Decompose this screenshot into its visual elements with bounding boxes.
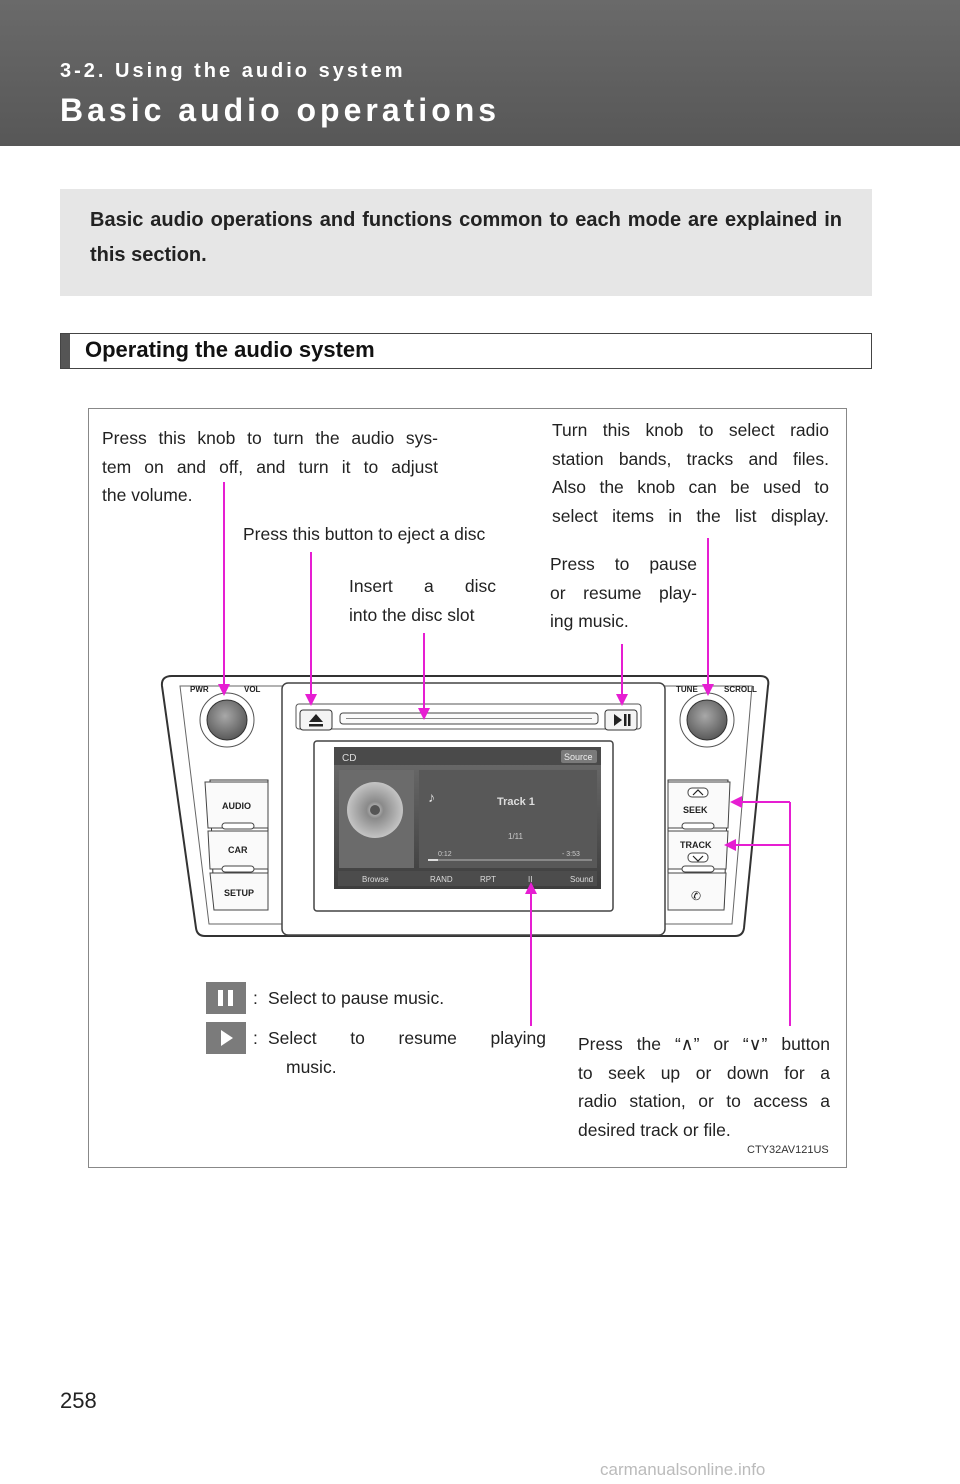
page-title: Basic audio operations — [60, 92, 501, 128]
legend-colon-play: : — [253, 1028, 258, 1048]
play-icon — [206, 1022, 246, 1054]
callout-disc-slot: Insert a disc into the disc slot — [349, 576, 496, 625]
legend-colon-pause: : — [253, 988, 258, 1008]
callout-pause-resume: Press to pause or resume play- ing music… — [550, 554, 697, 631]
page-header: 3-2. Using the audio system Basic audio … — [0, 0, 960, 146]
legend-pause-text: Select to pause music. — [268, 988, 445, 1008]
figure-code: CTY32AV121US — [747, 1144, 829, 1156]
page-number: 258 — [60, 1388, 97, 1413]
subheading-text: Operating the audio system — [85, 337, 375, 362]
figure-frame — [88, 408, 847, 1168]
legend-play-text: Select to resume playing music. — [268, 1028, 546, 1077]
watermark: carmanualsonline.info — [600, 1460, 766, 1479]
subheading-bar — [61, 334, 70, 368]
callout-tune-knob: Turn this knob to select radio station b… — [552, 420, 829, 526]
section-label: 3-2. Using the audio system — [60, 60, 406, 82]
pause-icon — [206, 982, 246, 1014]
callout-eject: Press this button to eject a disc — [243, 524, 486, 544]
callout-seek: Press the “∧” or “∨” button to seek up o… — [578, 1034, 830, 1140]
callout-power-knob: Press this knob to turn the audio sys- t… — [102, 428, 438, 505]
intro-box: Basic audio operations and functions com… — [60, 189, 872, 296]
intro-text: Basic audio operations and functions com… — [90, 209, 842, 266]
subheading-box: Operating the audio system — [60, 333, 872, 369]
